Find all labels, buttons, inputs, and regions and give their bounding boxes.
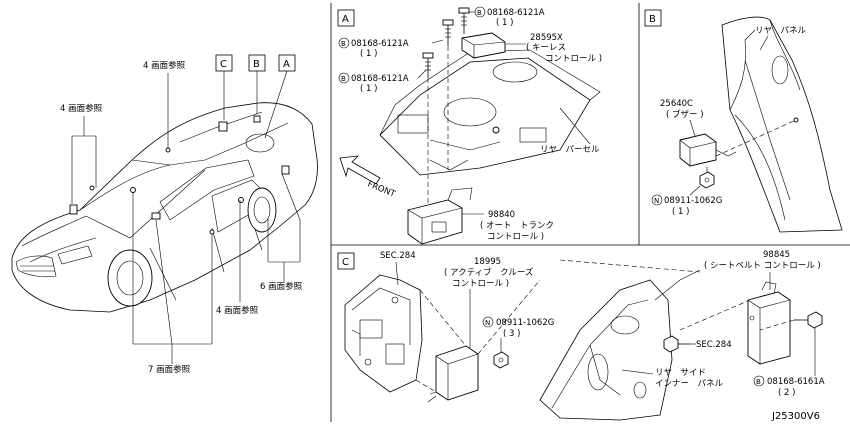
bolt-low-qty: ( 1 )	[360, 84, 377, 94]
panel-b: B リヤ パネル 25640C ( ブザー )	[644, 9, 843, 233]
acc-name-1[interactable]: ( アクティブ クルーズ	[444, 267, 534, 278]
ref-box-a-label: A	[283, 59, 290, 70]
label-bolt-top[interactable]: B 08168-6121A ( 1 )	[469, 6, 545, 28]
acc-number[interactable]: 18995	[474, 257, 501, 267]
inner-panel-label-1[interactable]: リヤ サイド	[655, 368, 706, 378]
panel-c-tag	[337, 252, 355, 270]
bolt-c-number[interactable]: 08168-6161A	[767, 377, 825, 387]
nut-c-symbol: N	[485, 319, 490, 327]
panel-b-tag-label: B	[649, 14, 656, 25]
panel-c-tag-label: C	[342, 257, 349, 268]
buzzer-number[interactable]: 25640C	[660, 99, 693, 109]
keyless-control-module[interactable]	[461, 32, 506, 59]
seatbelt-control-module[interactable]	[747, 281, 791, 365]
seatbelt-number[interactable]: 98845	[763, 250, 790, 260]
ref-4-bottom[interactable]: 4 画面参照	[216, 305, 259, 316]
trunk-number: 98840	[488, 210, 515, 220]
rear-parcel-label: リヤ パーセル	[540, 145, 600, 155]
label-keyless[interactable]: 28595X ( キーレス コントロール )	[505, 33, 602, 64]
nut-c-number[interactable]: 08911-1062G	[496, 318, 554, 328]
bolt-mid-symbol: B	[341, 40, 346, 48]
ref-box-c-label: C	[220, 59, 227, 70]
sec284-left-label[interactable]: SEC.284	[380, 251, 416, 261]
diagram-code: J25300V6	[771, 411, 820, 422]
ref-box-b-label: B	[253, 59, 260, 70]
bolt-c-sec284[interactable]	[663, 335, 690, 353]
panel-b-tag	[644, 9, 662, 27]
keyless-number: 28595X	[530, 33, 563, 43]
front-arrow-icon	[339, 155, 381, 185]
keyless-name-1: ( キーレス	[526, 43, 566, 53]
rear-panel-label[interactable]: リヤ パネル	[755, 26, 807, 36]
buzzer[interactable]	[679, 133, 737, 167]
rear-parcel-shelf[interactable]	[379, 57, 591, 176]
bolt-c-seatbelt[interactable]	[794, 311, 823, 329]
panel-borders	[330, 3, 850, 422]
rear-side-inner-panel[interactable]	[539, 269, 701, 421]
ref-6[interactable]: 6 画面参照	[260, 281, 303, 292]
bolt-mid[interactable]	[442, 19, 454, 46]
sec284-right-label[interactable]: SEC.284	[696, 340, 732, 350]
ref-4-top[interactable]: 4 画面参照	[143, 60, 186, 71]
bolt-top-symbol: B	[477, 9, 482, 17]
inner-panel-label-2[interactable]: インナー パネル	[655, 379, 724, 389]
keyless-name-2: コントロール )	[545, 54, 602, 64]
front-label: FRONT	[366, 180, 397, 200]
panel-a-tag	[337, 9, 355, 27]
seatbelt-name[interactable]: ( シートベルト コントロール )	[704, 261, 821, 271]
bolt-top-number: 08168-6121A	[487, 8, 545, 18]
ref-7[interactable]: 7 画面参照	[148, 364, 191, 375]
panel-a-tag-label: A	[342, 14, 349, 25]
overview-references: 4 画面参照 4 画面参照 C B A 6 画面参照 4 画面参照 7 画面参照	[60, 54, 303, 375]
label-bolt-low[interactable]: B 08168-6121A ( 1 )	[338, 69, 427, 94]
mounting-bracket[interactable]	[344, 274, 423, 393]
ref-4-left[interactable]: 4 画面参照	[60, 103, 103, 114]
bolt-low-symbol: B	[341, 75, 346, 83]
nut-c[interactable]	[493, 351, 509, 369]
auto-trunk-control-module[interactable]	[407, 187, 473, 245]
panel-c: C	[337, 250, 825, 421]
nut-b-symbol: N	[654, 197, 659, 205]
label-rear-parcel[interactable]: リヤ パーセル	[540, 107, 600, 155]
nut-b[interactable]	[699, 171, 715, 189]
trunk-name-1: ( オート トランク	[480, 221, 554, 231]
bolt-low-number: 08168-6121A	[351, 74, 409, 84]
bolt-c-symbol: B	[756, 378, 761, 386]
bolt-mid-qty: ( 1 )	[360, 49, 377, 59]
nut-b-number[interactable]: 08911-1062G	[664, 196, 722, 206]
active-cruise-control-module[interactable]	[427, 345, 479, 403]
bolt-mid-number: 08168-6121A	[351, 39, 409, 49]
label-bolt-mid[interactable]: B 08168-6121A ( 1 )	[338, 37, 444, 59]
nut-c-qty[interactable]: ( 3 )	[503, 329, 520, 339]
bolt-c-qty[interactable]: ( 2 )	[778, 388, 795, 398]
bolt-top-qty: ( 1 )	[496, 18, 513, 28]
car-overview	[11, 102, 318, 313]
bolt-low[interactable]	[422, 52, 434, 78]
trunk-name-2: コントロール )	[487, 232, 544, 242]
bolt-top[interactable]	[458, 7, 470, 34]
buzzer-name[interactable]: ( ブザー )	[666, 109, 704, 120]
panel-a: A	[337, 6, 602, 245]
rear-panel[interactable]	[721, 16, 843, 233]
acc-name-2[interactable]: コントロール )	[452, 279, 509, 289]
label-trunk[interactable]: 98840 ( オート トランク コントロール )	[462, 210, 554, 242]
nut-b-qty[interactable]: ( 1 )	[672, 207, 689, 217]
